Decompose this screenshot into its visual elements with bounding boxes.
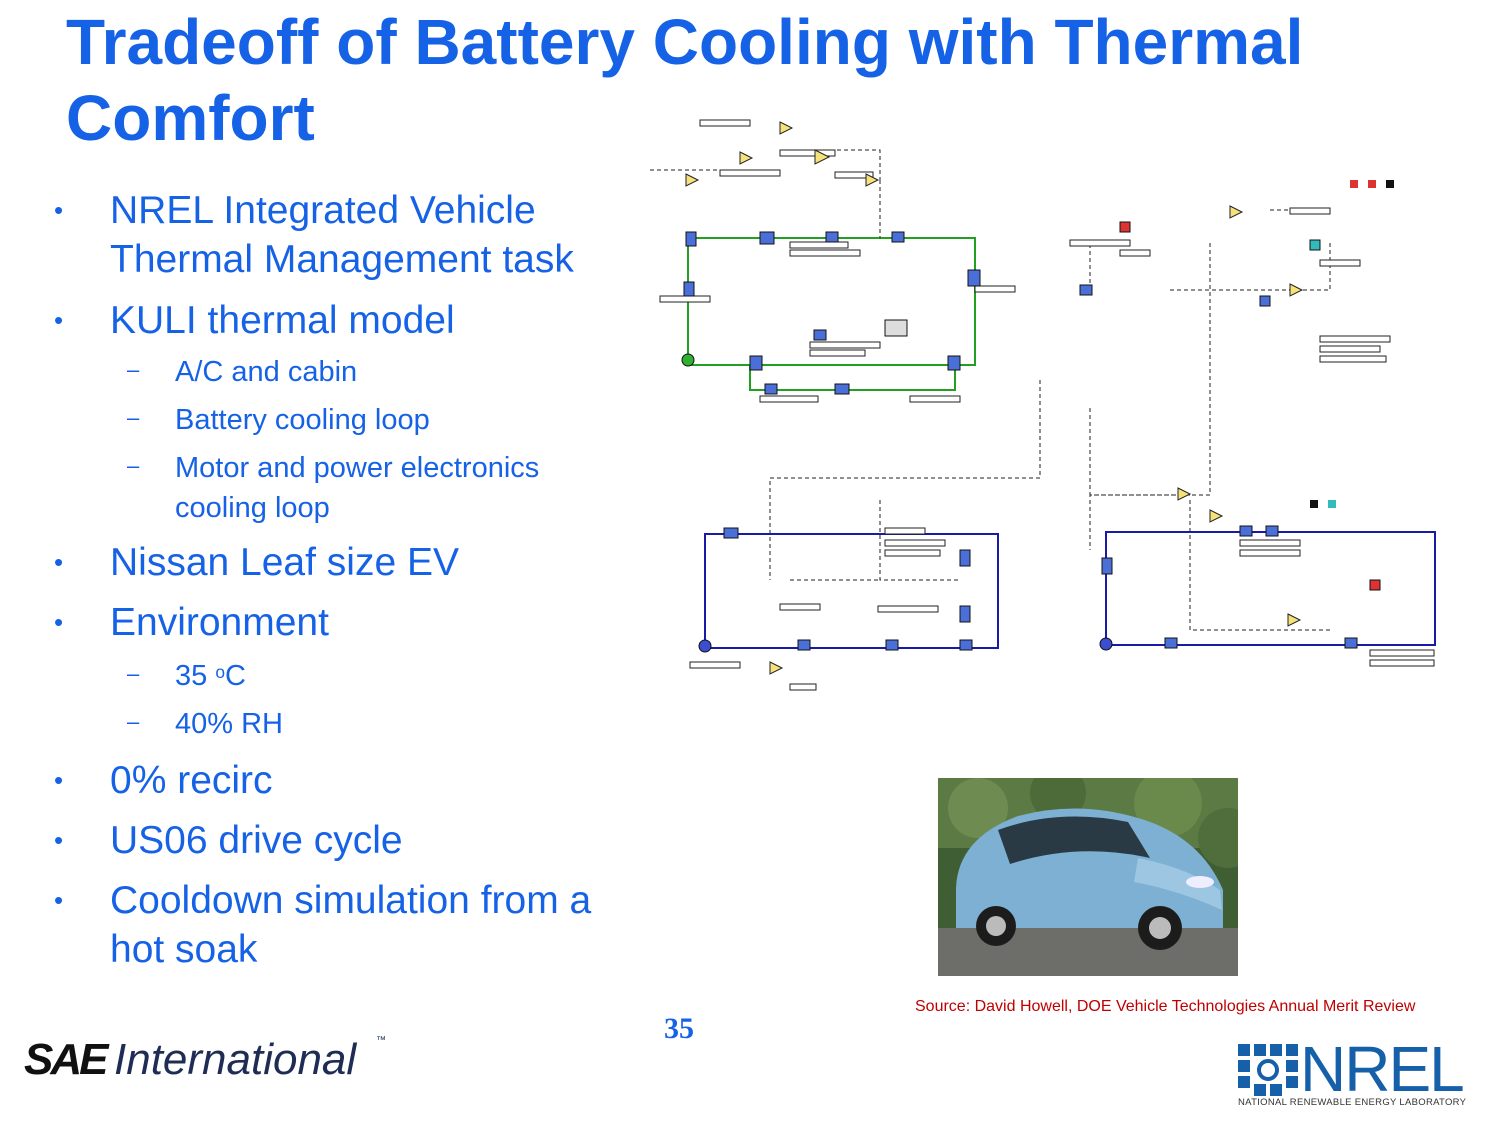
page-number: 35 <box>664 1012 694 1045</box>
bullet-dot-icon: • <box>54 765 64 795</box>
sub-bullet-item: – A/C and cabin <box>127 352 635 392</box>
sub-bullet-text: Battery cooling loop <box>175 404 430 436</box>
motor-loop-line <box>1105 531 1436 646</box>
dash-icon: – <box>127 661 140 686</box>
bullet-text: Cooldown simulation from a hot soak <box>110 879 592 971</box>
bullet-dot-icon: • <box>54 607 64 637</box>
dash-icon: – <box>127 357 140 382</box>
car-image <box>938 778 1238 976</box>
sub-bullet-item: – 40% RH <box>127 704 635 744</box>
sub-bullet-item: – 35 oC <box>127 656 635 696</box>
bullet-item: • 0% recirc <box>54 756 650 805</box>
nissan-leaf-photo <box>938 778 1238 976</box>
nrel-emblem-icon <box>1238 1044 1298 1096</box>
battery-loop-line <box>704 533 999 649</box>
dash-icon: – <box>127 453 140 478</box>
bullet-dot-icon: • <box>54 885 64 915</box>
nrel-subtitle: NATIONAL RENEWABLE ENERGY LABORATORY <box>1238 1097 1467 1108</box>
sae-wordmark: International <box>114 1035 357 1084</box>
sub-bullet-text: 40% RH <box>175 708 283 740</box>
bullet-text: Environment <box>110 601 329 644</box>
bullet-dot-icon: • <box>54 547 64 577</box>
bullet-dot-icon: • <box>54 305 64 335</box>
sub-bullet-text: A/C and cabin <box>175 356 358 388</box>
bullet-item: • Cooldown simulation from a hot soak <box>54 876 640 974</box>
nrel-logo: NREL NATIONAL RENEWABLE ENERGY LABORATOR… <box>1236 1033 1476 1110</box>
ac-loop-line <box>687 237 976 366</box>
temperature-value: 35 <box>175 660 216 692</box>
source-citation: Source: David Howell, DOE Vehicle Techno… <box>915 998 1416 1015</box>
sub-bullet-text: Motor and power electronics cooling loop <box>175 452 540 524</box>
slide-title: Tradeoff of Battery Cooling with Thermal… <box>66 6 1304 154</box>
bullet-item: • KULI thermal model <box>54 296 650 345</box>
bullet-text: NREL Integrated Vehicle Thermal Manageme… <box>110 189 574 281</box>
trademark-symbol: ™ <box>376 1035 386 1046</box>
dash-icon: – <box>127 709 140 734</box>
bullet-dot-icon: • <box>54 825 64 855</box>
degree-symbol: o <box>215 662 225 682</box>
dash-icon: – <box>127 405 140 430</box>
bullet-item: • Nissan Leaf size EV <box>54 538 650 587</box>
bullet-text: Nissan Leaf size EV <box>110 541 460 584</box>
bullet-text: KULI thermal model <box>110 299 455 342</box>
sub-bullet-item: – Motor and power electronics cooling lo… <box>127 448 615 528</box>
kuli-model-diagram <box>650 119 1436 691</box>
bullet-item: • US06 drive cycle <box>54 816 650 865</box>
nrel-wordmark: NREL <box>1300 1033 1465 1105</box>
bullet-text: 0% recirc <box>110 759 273 802</box>
bullet-dot-icon: • <box>54 195 64 225</box>
bullet-item: • Environment <box>54 598 650 647</box>
bullet-text: US06 drive cycle <box>110 819 403 862</box>
bullet-item: • NREL Integrated Vehicle Thermal Manage… <box>54 186 650 284</box>
sae-mark: SAE <box>24 1035 109 1084</box>
temperature-unit: C <box>225 660 246 692</box>
sub-bullet-item: – Battery cooling loop <box>127 400 635 440</box>
